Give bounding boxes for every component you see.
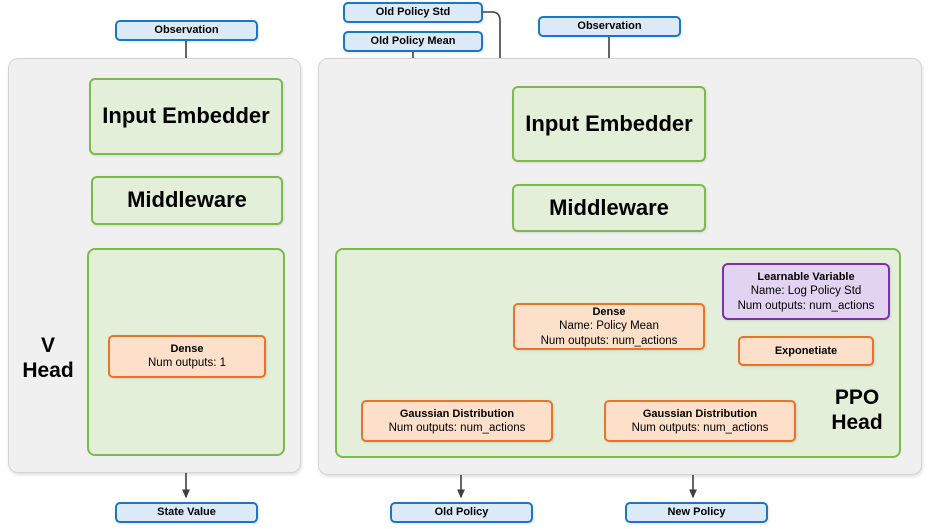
gaussian-distribution-new[interactable]: Gaussian Distribution Num outputs: num_a…	[604, 400, 796, 442]
observation-input-left[interactable]: Observation	[115, 20, 258, 41]
old-policy-output-label: Old Policy	[434, 506, 489, 519]
old-policy-mean-input-label: Old Policy Mean	[370, 35, 456, 48]
ppo-head-label-line1: PPO	[834, 386, 880, 409]
v-head-middleware[interactable]: Middleware	[91, 176, 283, 225]
v-head-label-line2: Head	[22, 359, 74, 383]
v-head-label-line1: V	[40, 334, 55, 357]
v-head-dense-num-outputs: Num outputs: 1	[148, 357, 226, 370]
dense-policy-mean-name: Name: Policy Mean	[559, 319, 659, 332]
ppo-head-input-embedder[interactable]: Input Embedder	[512, 86, 706, 162]
exponetiate-op[interactable]: Exponetiate	[738, 336, 874, 366]
gaussian-distribution-new-title: Gaussian Distribution	[642, 407, 758, 420]
v-head-middleware-label: Middleware	[127, 187, 247, 213]
learnable-variable-title: Learnable Variable	[757, 270, 855, 283]
v-head-label: V Head	[14, 333, 82, 383]
gaussian-distribution-new-num-outputs: Num outputs: num_actions	[631, 421, 769, 434]
learnable-variable-log-policy-std[interactable]: Learnable Variable Name: Log Policy Std …	[722, 263, 890, 320]
ppo-head-middleware-label: Middleware	[549, 194, 669, 220]
dense-policy-mean-num-outputs: Num outputs: num_actions	[540, 334, 678, 347]
v-head-input-embedder-label: Input Embedder	[102, 103, 270, 129]
state-value-output[interactable]: State Value	[115, 502, 258, 523]
observation-input-left-label: Observation	[154, 24, 219, 37]
old-policy-mean-input[interactable]: Old Policy Mean	[343, 31, 483, 52]
old-policy-std-input[interactable]: Old Policy Std	[343, 2, 483, 23]
learnable-variable-num-outputs: Num outputs: num_actions	[737, 299, 875, 312]
gaussian-distribution-old[interactable]: Gaussian Distribution Num outputs: num_a…	[361, 400, 553, 442]
dense-policy-mean[interactable]: Dense Name: Policy Mean Num outputs: num…	[513, 303, 705, 350]
exponetiate-title: Exponetiate	[774, 344, 838, 357]
dense-policy-mean-title: Dense	[592, 305, 626, 318]
learnable-variable-name: Name: Log Policy Std	[750, 284, 862, 297]
new-policy-output[interactable]: New Policy	[625, 502, 768, 523]
v-head-dense[interactable]: Dense Num outputs: 1	[108, 335, 266, 378]
edge-old-policy-std-to-gaussian-old	[483, 11, 504, 400]
ppo-head-label: PPO Head	[812, 385, 902, 435]
state-value-output-label: State Value	[157, 506, 216, 519]
observation-input-right-label: Observation	[577, 20, 642, 33]
observation-input-right[interactable]: Observation	[538, 16, 681, 37]
ppo-head-input-embedder-label: Input Embedder	[525, 110, 693, 136]
old-policy-output[interactable]: Old Policy	[390, 502, 533, 523]
gaussian-distribution-old-title: Gaussian Distribution	[399, 407, 515, 420]
v-head-input-embedder[interactable]: Input Embedder	[89, 78, 283, 155]
v-head-dense-title: Dense	[170, 343, 204, 356]
old-policy-std-input-label: Old Policy Std	[375, 6, 451, 19]
ppo-head-label-line2: Head	[831, 411, 883, 435]
gaussian-distribution-old-num-outputs: Num outputs: num_actions	[388, 421, 526, 434]
new-policy-output-label: New Policy	[667, 506, 726, 519]
ppo-head-middleware[interactable]: Middleware	[512, 184, 706, 232]
